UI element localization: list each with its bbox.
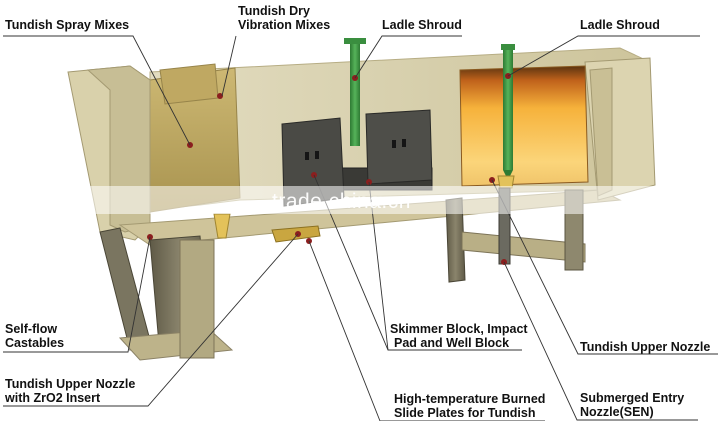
label-slide-plates: High-temperature Burned Slide Plates for…: [394, 392, 545, 420]
support-post-left: [179, 239, 215, 359]
marker-dry: [217, 93, 223, 99]
skimmer-hole: [402, 139, 406, 147]
label-tundish-dry-vibration: Tundish Dry Vibration Mixes: [238, 4, 330, 32]
skimmer-block-right: [365, 109, 433, 185]
ladle-shroud-right-cap: [501, 44, 515, 50]
ladle-shroud-left: [350, 44, 360, 146]
ladle-shroud-right: [503, 50, 513, 170]
label-self-flow-line1: Self-flow: [5, 322, 58, 336]
label-tundish-upper-nozzle-zro2: Tundish Upper Nozzle with ZrO2 Insert: [5, 377, 135, 405]
ladle-shroud-left-cap: [344, 38, 366, 44]
label-skimmer-line2: Pad and Well Block: [394, 336, 510, 350]
upper-nozzle-left: [213, 213, 231, 239]
label-ladle-shroud-right: Ladle Shroud: [580, 18, 660, 32]
label-skimmer-line1: Skimmer Block, Impact: [390, 322, 528, 336]
label-tundish-upper-zro2-line1: Tundish Upper Nozzle: [5, 377, 136, 391]
label-tundish-upper-nozzle-right: Tundish Upper Nozzle: [580, 340, 711, 354]
skimmer-hole: [392, 140, 396, 148]
label-slide-plates-line2: Slide Plates for Tundish: [394, 406, 536, 420]
watermark-band: [0, 186, 725, 214]
label-sen: Submerged Entry Nozzle(SEN): [580, 391, 684, 419]
label-tundish-dry-vibration-line2: Vibration Mixes: [238, 18, 331, 32]
label-skimmer-block: Skimmer Block, Impact Pad and Well Block: [390, 322, 528, 350]
leader-lines: [3, 35, 718, 421]
skimmer-hole: [315, 151, 319, 159]
tundish-dry-vibration-lining: [159, 63, 219, 105]
label-tundish-upper-zro2-line2: with ZrO2 Insert: [5, 391, 101, 405]
watermark-text: trade.china.cn: [272, 190, 411, 213]
label-self-flow-line2: Castables: [5, 336, 65, 350]
skimmer-hole: [305, 152, 309, 160]
label-self-flow-castables: Self-flow Castables: [5, 322, 64, 350]
label-sen-line1: Submerged Entry: [580, 391, 685, 405]
molten-steel: [459, 65, 589, 187]
ladle-shroud-right-tip: [503, 170, 513, 180]
label-tundish-dry-vibration-line1: Tundish Dry: [238, 4, 310, 18]
label-tundish-spray-mixes: Tundish Spray Mixes: [5, 18, 130, 32]
support-frame-right-rail: [461, 231, 586, 263]
label-ladle-shroud-left: Ladle Shroud: [382, 18, 462, 32]
label-slide-plates-line1: High-temperature Burned: [394, 392, 546, 406]
label-sen-line2: Nozzle(SEN): [580, 405, 654, 419]
support-frame-left-leg: [99, 227, 151, 351]
